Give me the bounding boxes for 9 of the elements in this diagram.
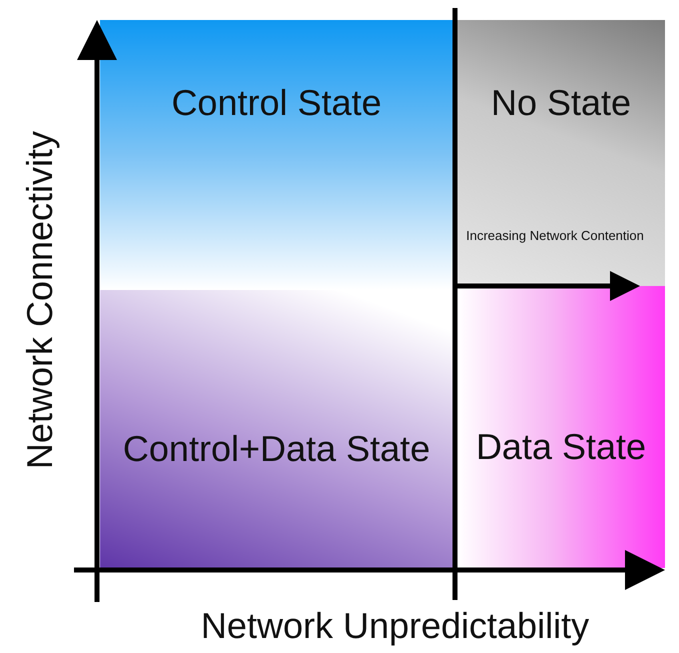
quadrant-region: [457, 20, 665, 286]
direction-label: Increasing Network Contention: [465, 228, 645, 245]
quadrant-region: [100, 290, 453, 568]
axis-label: Network Connectivity: [19, 130, 61, 470]
quadrant-label: Control State: [171, 82, 382, 124]
quadrant-label: Data State: [476, 426, 646, 468]
axis-label: Network Unpredictability: [200, 605, 590, 647]
quadrant-label: Control+Data State: [122, 428, 430, 470]
quadrant-label: No State: [490, 82, 632, 124]
